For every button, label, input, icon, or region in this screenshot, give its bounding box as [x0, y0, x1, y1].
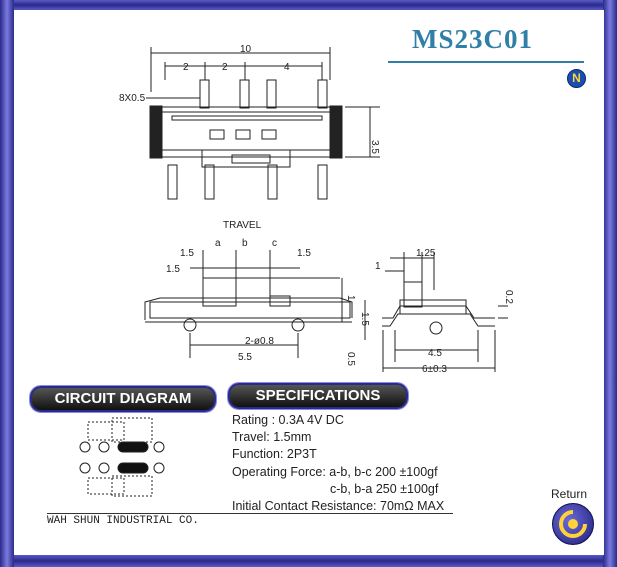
spec-operating-force-2: c-b, b-a 250 ±100gf	[330, 481, 439, 496]
spec-rating: Rating : 0.3A 4V DC	[232, 413, 344, 427]
dim-pitch-3: 4	[284, 62, 290, 73]
content-area	[14, 10, 604, 555]
return-arrow-icon	[559, 510, 587, 538]
pos-b: b	[242, 238, 248, 249]
company-name: WAH SHUN INDUSTRIAL CO.	[47, 515, 199, 527]
spec-travel: Travel: 1.5mm	[232, 430, 312, 445]
dim-r-4-5: 4.5	[428, 348, 442, 359]
front-view-drawing	[144, 250, 366, 358]
dim-r-0-2: 0.2	[503, 290, 514, 304]
footer-divider	[47, 513, 453, 514]
dim-pitch-1: 2	[183, 62, 189, 73]
dim-pitch-2: 2	[222, 62, 228, 73]
dim-span-5-5: 5.5	[238, 352, 252, 363]
return-label[interactable]: Return	[551, 487, 588, 501]
dim-right-1-5: 1.5	[297, 248, 311, 259]
pos-c: c	[272, 238, 277, 249]
travel-label: TRAVEL	[223, 220, 262, 231]
dim-pin-size: 8X0.5	[119, 93, 146, 104]
frame-bottom	[0, 555, 617, 567]
frame-top	[0, 0, 617, 10]
dim-width-10: 10	[240, 44, 252, 55]
top-view-drawing	[146, 47, 380, 200]
dim-r-1: 1	[375, 261, 381, 272]
n-badge-icon: N	[567, 69, 586, 88]
return-button[interactable]	[552, 503, 594, 545]
spec-operating-force: Operating Force: a-b, b-c 200 ±100gf	[232, 464, 438, 479]
dim-side-1-5: 1.5	[359, 312, 370, 326]
spec-contact-resistance: Initial Contact Resistance: 70mΩ MAX	[232, 499, 445, 514]
frame-right	[603, 0, 617, 567]
dim-left-1-5-b: 1.5	[166, 264, 180, 275]
spec-function: Function: 2P3T	[232, 447, 317, 462]
dim-holes: 2-ø0.8	[245, 336, 274, 347]
dim-r-6: 6±0.3	[422, 364, 447, 375]
model-underline	[388, 61, 584, 63]
dim-r-1-25: 1.25	[416, 248, 436, 259]
model-number: MS23C01	[412, 24, 533, 54]
side-view-drawing	[382, 252, 508, 372]
specifications-title: SPECIFICATIONS	[228, 383, 408, 409]
dim-height: 3.5	[369, 140, 380, 154]
dim-left-1-5-a: 1.5	[180, 248, 194, 259]
pos-a: a	[215, 238, 221, 249]
dim-side-0-5: 0.5	[345, 352, 356, 366]
specifications-list: Rating : 0.3A 4V DC Travel: 1.5mm Functi…	[232, 412, 444, 515]
circuit-contacts	[79, 441, 165, 474]
dim-right-1: 1	[345, 295, 356, 301]
frame-left	[0, 0, 14, 567]
circuit-diagram-title: CIRCUIT DIAGRAM	[30, 386, 216, 412]
circuit-diagram	[87, 417, 153, 497]
